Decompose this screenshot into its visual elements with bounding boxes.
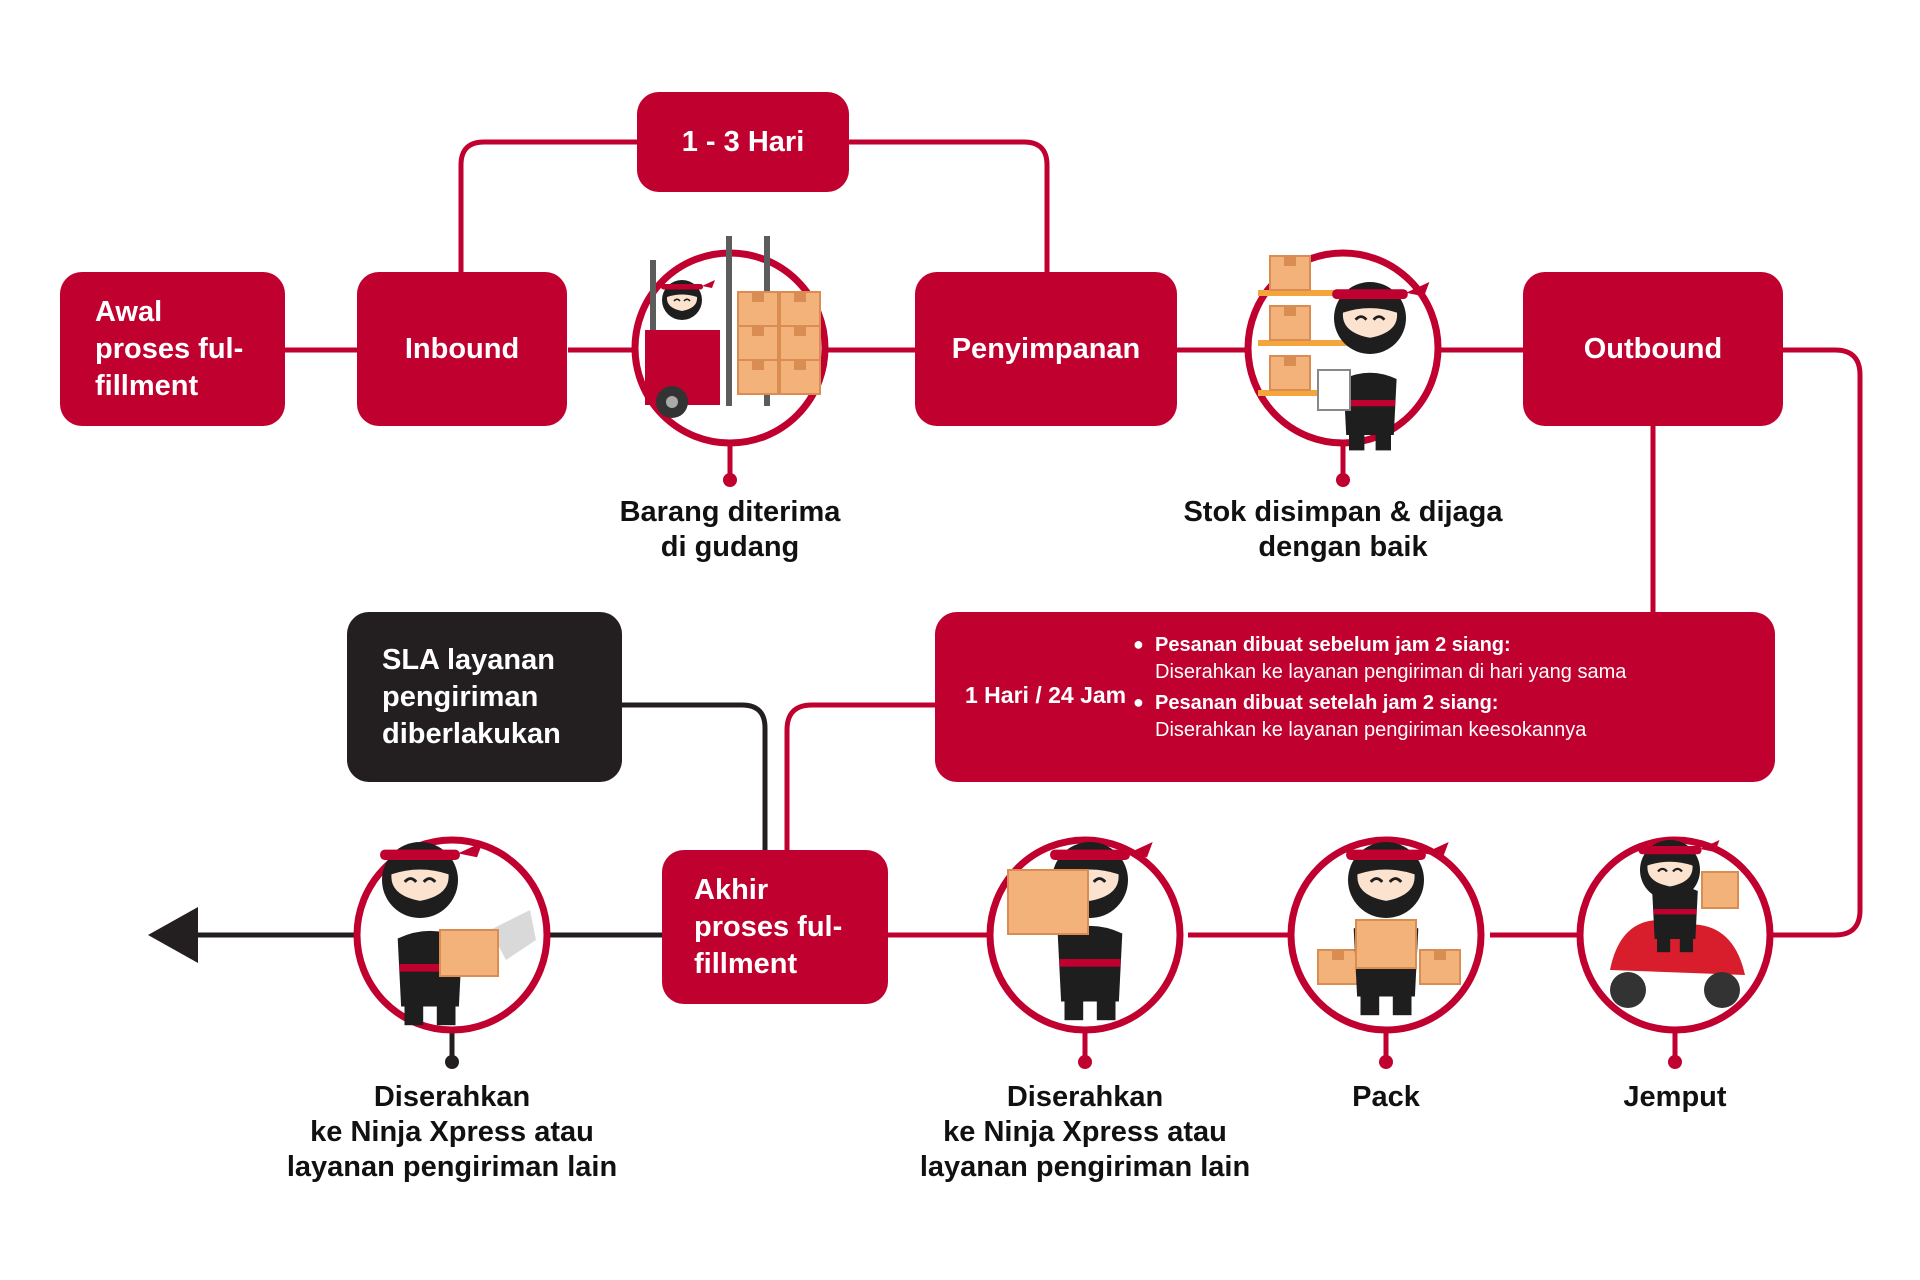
start-box-line-1: Awal: [95, 295, 163, 328]
note-list: ● Pesanan dibuat sebelum jam 2 siang: Di…: [1133, 632, 1755, 748]
step-label-barang-line-2: di gudang: [660, 531, 800, 563]
note-item-text: Diserahkan ke layanan pengiriman di hari…: [1155, 661, 1627, 683]
note-item-text: Diserahkan ke layanan pengiriman keesoka…: [1155, 719, 1587, 741]
step-label-diserahkan-1-line-2: ke Ninja Xpress atau: [310, 1116, 594, 1148]
step-label-barang: Barang diterima di gudang: [580, 495, 880, 565]
scooter-ninja-icon: [1576, 836, 1774, 1034]
sla-line-2: pengiriman: [382, 680, 539, 713]
step-label-diserahkan-2: Diserahkan ke Ninja Xpress atau layanan …: [900, 1080, 1270, 1185]
step-label-diserahkan-1-line-1: Diserahkan: [373, 1081, 531, 1113]
duration-box: 1 - 3 Hari: [637, 92, 849, 192]
bullet-icon: ●: [1133, 692, 1144, 712]
step-label-diserahkan-1-line-3: layanan pengiriman lain: [286, 1151, 618, 1183]
duration-label: 1 - 3 Hari: [681, 125, 805, 158]
outbound-label: Outbound: [1583, 332, 1723, 365]
bullet-icon: ●: [1133, 634, 1144, 654]
start-box-line-3: fillment: [95, 369, 199, 402]
step-label-jemput-line-1: Jemput: [1623, 1081, 1727, 1113]
outbound-box: Outbound: [1523, 272, 1783, 426]
connector-dots: [723, 473, 1682, 1069]
start-box-line-2: proses ful-: [95, 332, 244, 365]
end-box-line-1: Akhir: [694, 873, 769, 906]
inbound-label: Inbound: [404, 332, 520, 365]
inbound-box: Inbound: [357, 272, 567, 426]
pack-ninja-icon: [1287, 836, 1485, 1034]
note-item: ● Pesanan dibuat sebelum jam 2 siang: Di…: [1133, 632, 1755, 686]
start-box: Awal proses ful- fillment: [60, 272, 285, 426]
carry-box-ninja-icon: [986, 836, 1184, 1034]
step-label-pack: Pack: [1286, 1080, 1486, 1115]
end-arrowhead-icon: [148, 907, 198, 963]
storage-label: Penyimpanan: [951, 332, 1141, 365]
shelf-ninja-icon: [1244, 249, 1442, 451]
note-item-heading: Pesanan dibuat setelah jam 2 siang:: [1155, 692, 1499, 714]
step-label-diserahkan-2-line-2: ke Ninja Xpress atau: [943, 1116, 1227, 1148]
end-box-line-3: fillment: [694, 947, 798, 980]
step-label-diserahkan-2-line-3: layanan pengiriman lain: [919, 1151, 1251, 1183]
step-label-diserahkan-2-line-1: Diserahkan: [1006, 1081, 1164, 1113]
outbound-note: 1 Hari / 24 Jam ● Pesanan dibuat sebelum…: [935, 612, 1775, 782]
sla-line-1: SLA layanan: [382, 643, 555, 676]
sla-line-3: diberlakukan: [382, 717, 561, 750]
note-item: ● Pesanan dibuat setelah jam 2 siang: Di…: [1133, 690, 1755, 744]
step-label-stok-line-1: Stok disimpan & dijaga: [1183, 496, 1503, 528]
sla-box: SLA layanan pengiriman diberlakukan: [347, 612, 622, 782]
end-box: Akhir proses ful- fillment: [662, 850, 888, 1004]
end-box-line-2: proses ful-: [694, 910, 843, 943]
forklift-ninja-icon: [631, 236, 829, 447]
handover-ninja-icon: [353, 836, 551, 1034]
connector-dot-dark: [445, 1055, 459, 1069]
step-label-barang-line-1: Barang diterima: [619, 496, 841, 528]
note-item-heading: Pesanan dibuat sebelum jam 2 siang:: [1155, 634, 1511, 656]
step-label-stok: Stok disimpan & dijaga dengan baik: [1153, 495, 1533, 565]
step-label-stok-line-2: dengan baik: [1258, 531, 1428, 563]
step-label-pack-line-1: Pack: [1352, 1081, 1420, 1113]
storage-box: Penyimpanan: [915, 272, 1177, 426]
step-label-diserahkan-1: Diserahkan ke Ninja Xpress atau layanan …: [267, 1080, 637, 1185]
step-label-jemput: Jemput: [1575, 1080, 1775, 1115]
note-duration: 1 Hari / 24 Jam: [965, 682, 1127, 708]
